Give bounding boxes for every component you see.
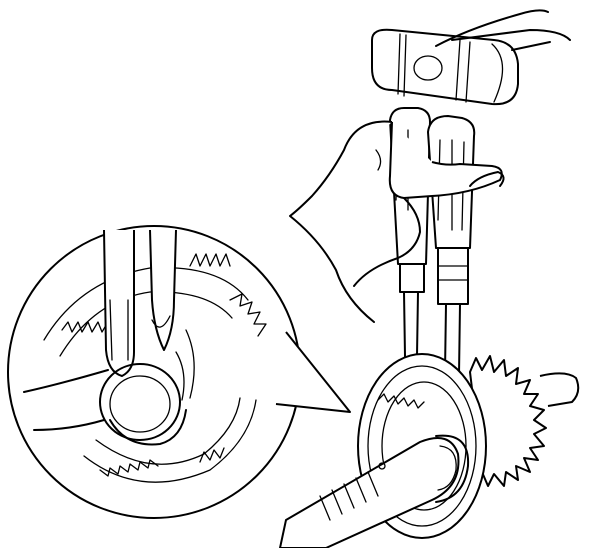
- hammer: [371, 28, 519, 106]
- detail-callout: [7, 225, 351, 519]
- holding-hand: [289, 120, 505, 323]
- hammer-hand: [435, 9, 571, 51]
- gear-assembly: [279, 353, 580, 548]
